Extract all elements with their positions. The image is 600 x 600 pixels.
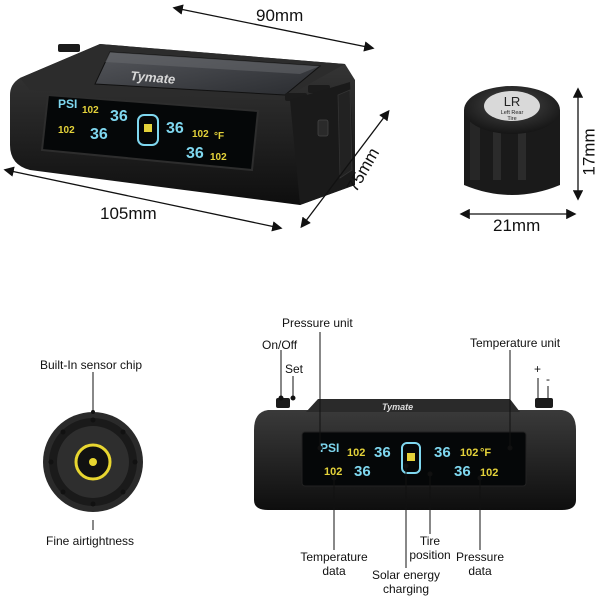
label-minus: - bbox=[546, 372, 550, 386]
svg-text:Tire: Tire bbox=[507, 116, 516, 122]
svg-text:°F: °F bbox=[480, 447, 491, 459]
usb-port bbox=[317, 119, 329, 137]
svg-text:102: 102 bbox=[58, 125, 75, 136]
top-button-left bbox=[58, 44, 80, 52]
svg-text:36: 36 bbox=[110, 108, 128, 125]
dim-depth: 105mm bbox=[100, 204, 157, 223]
svg-text:36: 36 bbox=[454, 463, 471, 480]
svg-text:36: 36 bbox=[186, 145, 204, 162]
svg-text:Left Rear: Left Rear bbox=[501, 110, 524, 116]
width-arrow bbox=[172, 4, 375, 52]
svg-text:PSI: PSI bbox=[320, 441, 339, 455]
label-temperature-data: Temperature data bbox=[300, 550, 368, 578]
svg-text:102: 102 bbox=[82, 105, 99, 116]
label-pressure-data: Pressure data bbox=[455, 550, 505, 578]
svg-text:102: 102 bbox=[210, 152, 227, 163]
dim-sensor-height: 17mm bbox=[579, 128, 599, 176]
sensor-side-view: LR Left Rear Tire bbox=[464, 86, 560, 195]
dim-width: 90mm bbox=[256, 6, 304, 25]
monitor-unit-3d: PSI 102 36 102 36 36 102 °F 36 102 Tymat… bbox=[10, 44, 355, 205]
svg-text:36: 36 bbox=[434, 444, 451, 461]
svg-text:36: 36 bbox=[166, 120, 184, 137]
svg-text:102: 102 bbox=[192, 129, 209, 140]
svg-text:36: 36 bbox=[90, 126, 108, 143]
label-on-off: On/Off bbox=[262, 338, 298, 352]
svg-text:PSI: PSI bbox=[58, 97, 77, 111]
label-solar-charging: Solar energy charging bbox=[371, 568, 441, 596]
svg-text:102: 102 bbox=[480, 467, 498, 479]
label-temperature-unit: Temperature unit bbox=[470, 336, 561, 350]
label-sensor-chip: Built-In sensor chip bbox=[40, 358, 143, 372]
svg-text:°F: °F bbox=[214, 131, 224, 142]
plus-minus-button bbox=[535, 398, 553, 408]
svg-text:102: 102 bbox=[347, 447, 365, 459]
svg-text:LR: LR bbox=[504, 94, 521, 109]
svg-text:36: 36 bbox=[354, 463, 371, 480]
car-icon bbox=[137, 114, 159, 146]
monitor-front-view: Tymate PSI 102 36 102 36 36 102 °F 36 10… bbox=[254, 398, 576, 510]
label-plus: + bbox=[534, 362, 542, 376]
svg-text:Tymate: Tymate bbox=[382, 402, 413, 412]
label-airtightness: Fine airtightness bbox=[46, 534, 135, 548]
label-set: Set bbox=[285, 362, 304, 376]
callout-lines bbox=[278, 332, 549, 568]
label-pressure-unit: Pressure unit bbox=[282, 316, 353, 330]
sensor-bottom-view bbox=[43, 412, 143, 512]
svg-text:102: 102 bbox=[460, 447, 478, 459]
svg-text:36: 36 bbox=[374, 444, 391, 461]
svg-text:102: 102 bbox=[324, 466, 342, 478]
label-tire-position: Tire position bbox=[409, 534, 451, 562]
depth-arrow bbox=[3, 166, 283, 232]
brand-logo: Tymate bbox=[130, 68, 176, 87]
height-arrow bbox=[300, 109, 390, 229]
sensor-label-disc bbox=[484, 91, 540, 121]
onoff-button bbox=[276, 398, 290, 408]
dim-sensor-width: 21mm bbox=[493, 216, 541, 235]
